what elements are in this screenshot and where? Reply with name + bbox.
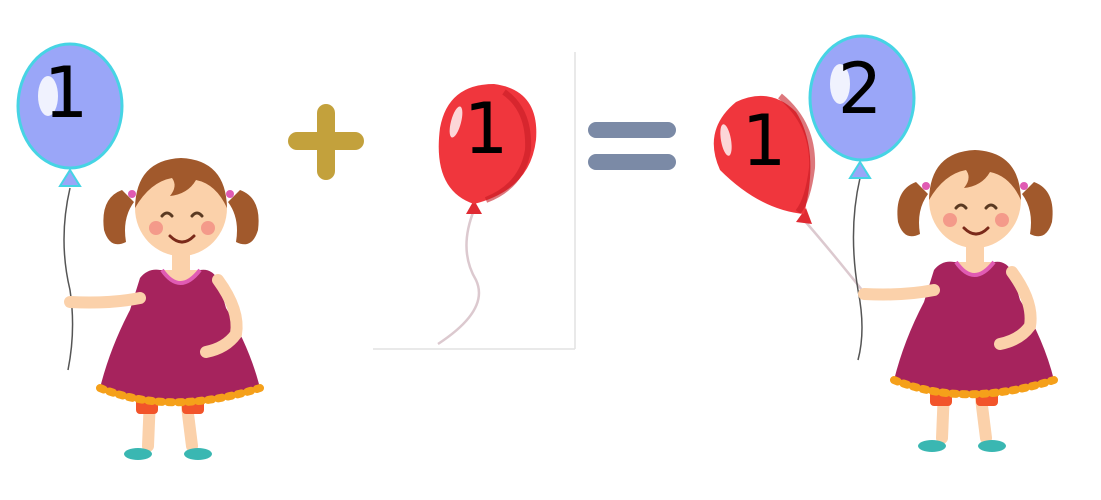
added-red-balloon-panel: 1	[373, 52, 576, 350]
result-red-balloon-number: 1	[742, 100, 787, 182]
plus-sign-icon	[288, 104, 364, 180]
result-blue-balloon: 2	[808, 34, 916, 361]
left-blue-balloon: 1	[16, 42, 124, 371]
equals-sign-icon	[588, 122, 676, 170]
result-blue-balloon-number: 2	[838, 48, 883, 130]
added-balloon-number: 1	[464, 88, 509, 170]
result-red-balloon: 1	[713, 93, 863, 291]
left-girl-figure	[64, 158, 260, 460]
left-girl-group: 1	[16, 42, 260, 460]
right-girl-group: 1 2	[713, 34, 1054, 452]
left-balloon-number: 1	[44, 52, 89, 134]
right-girl-figure	[858, 150, 1054, 452]
